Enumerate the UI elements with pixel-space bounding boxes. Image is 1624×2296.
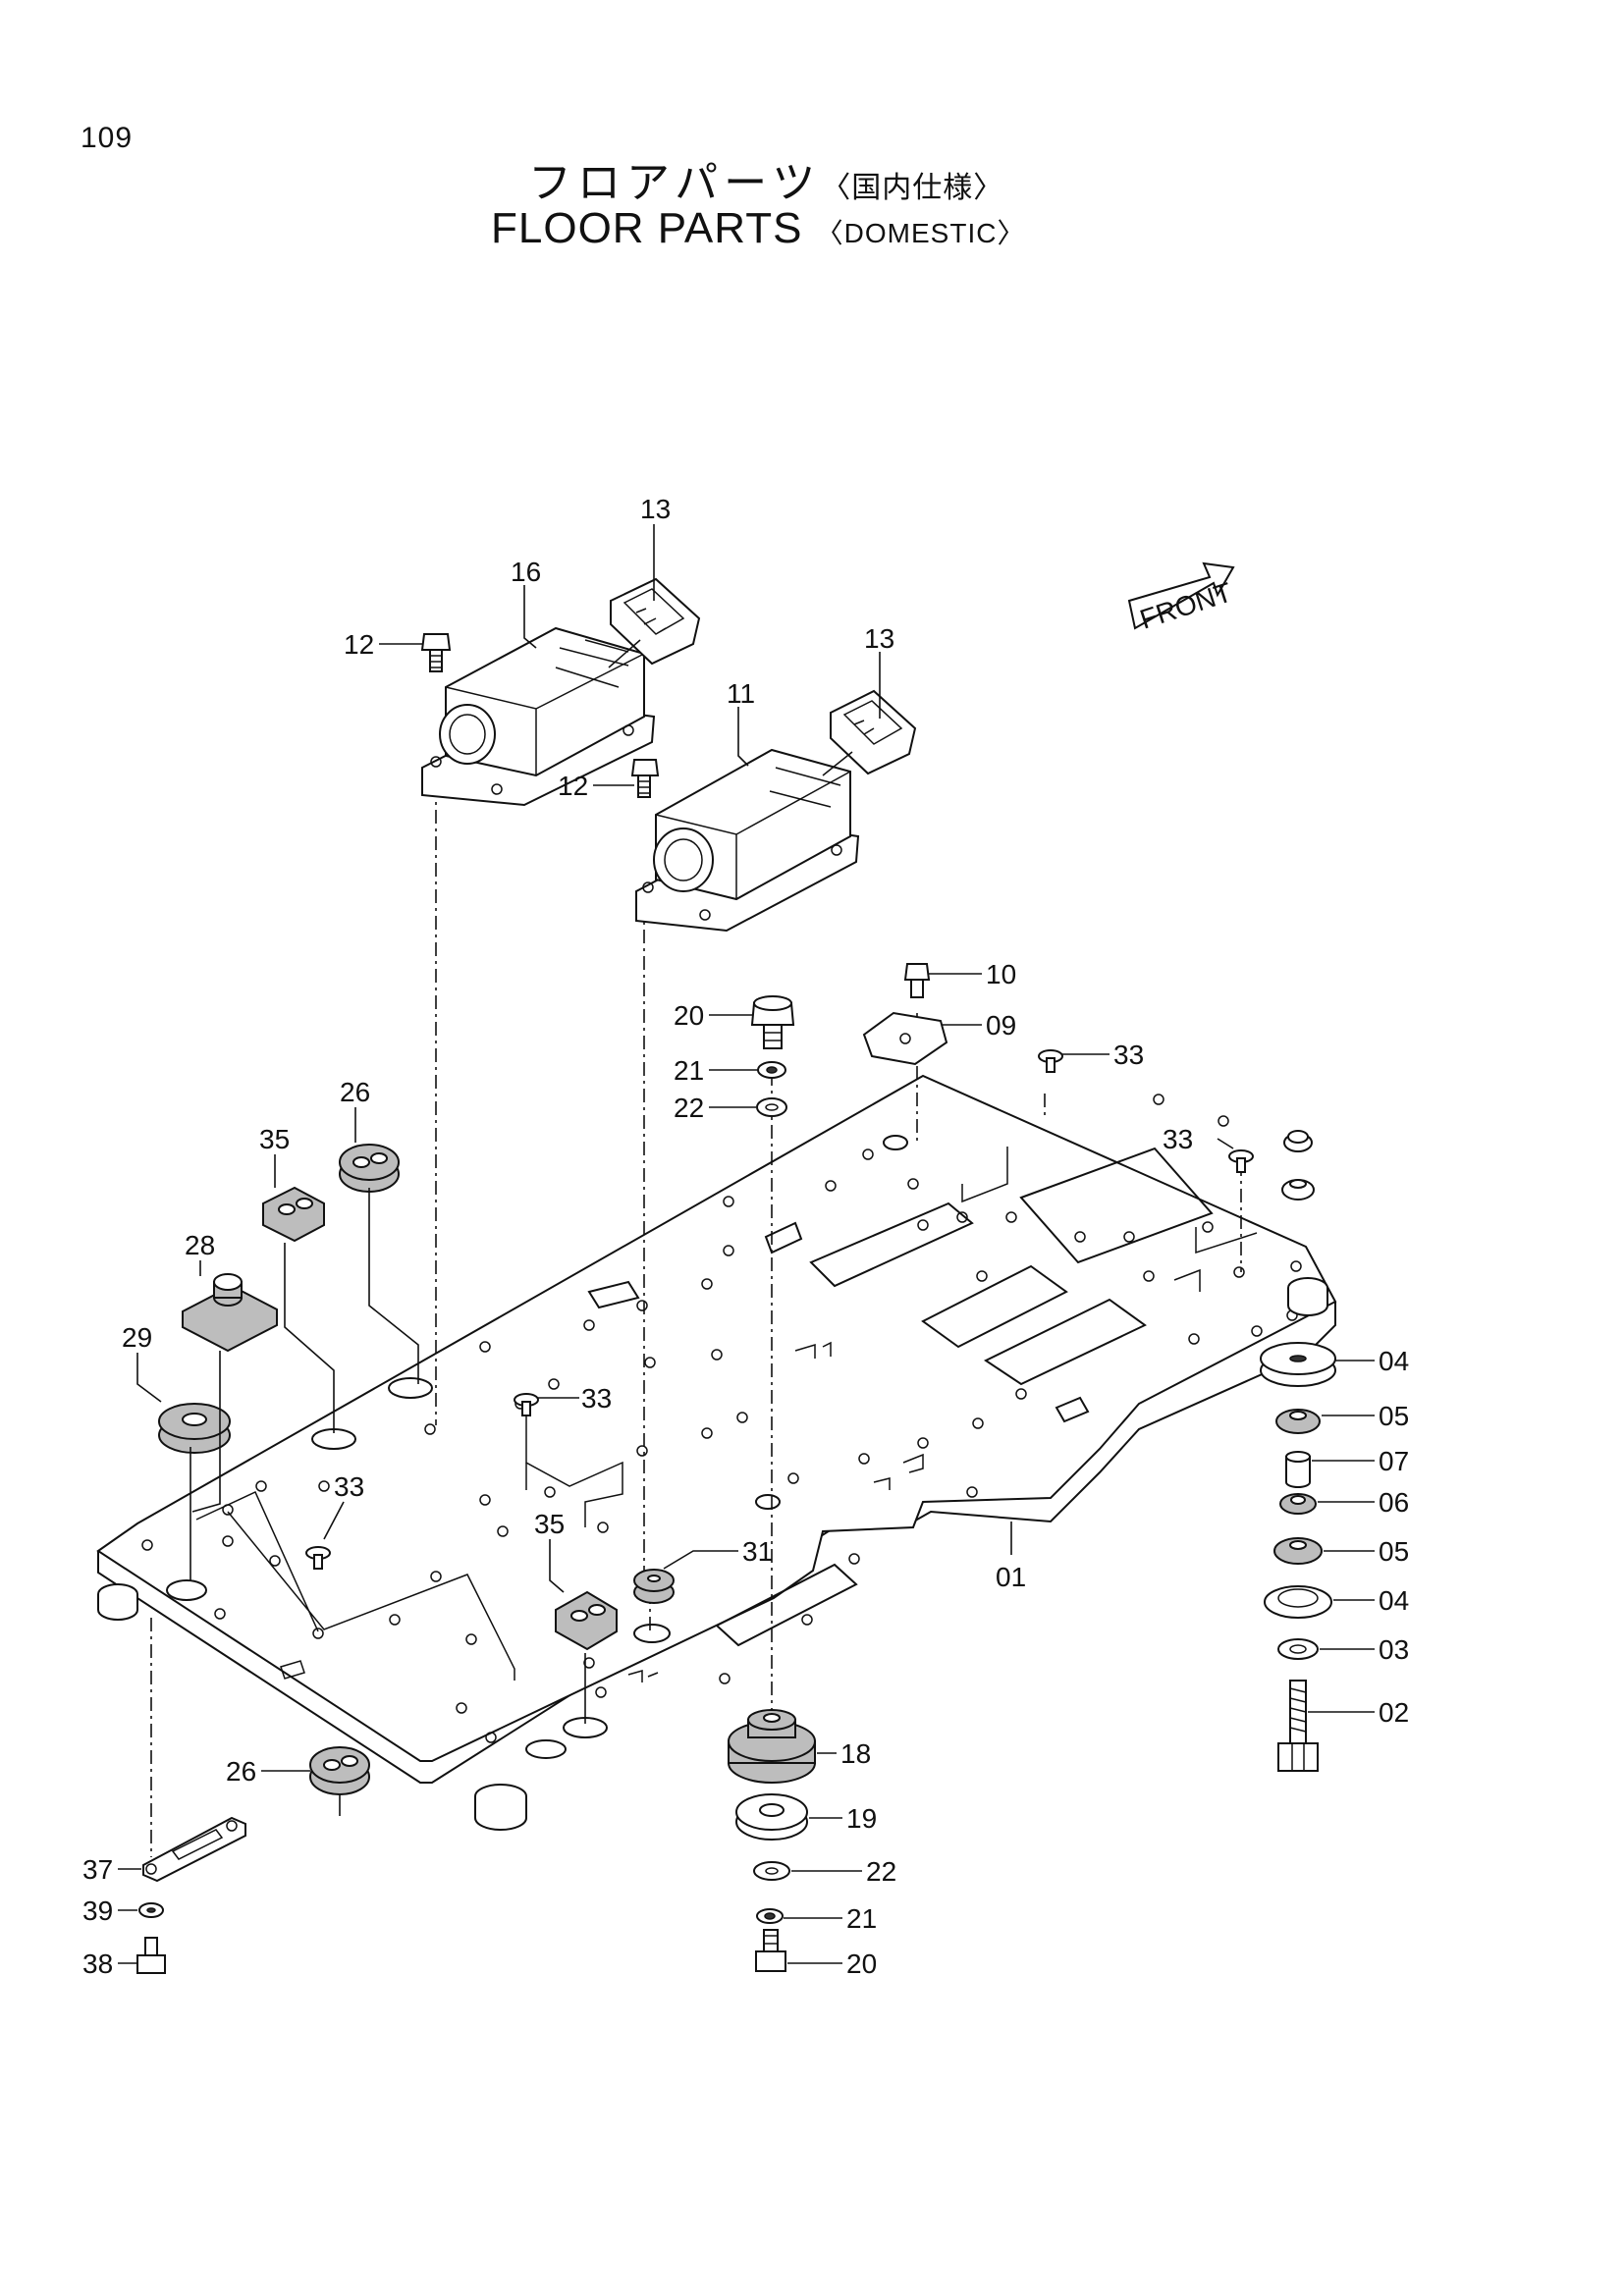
callout-10: 10 bbox=[986, 959, 1016, 989]
callout-leaders bbox=[118, 524, 1375, 1964]
callout-28: 28 bbox=[185, 1230, 215, 1260]
callout-21-upper: 21 bbox=[674, 1055, 704, 1086]
callout-31: 31 bbox=[742, 1536, 773, 1567]
mount-rubber-04-lower bbox=[1264, 1585, 1332, 1619]
connector-13-upper bbox=[608, 577, 701, 668]
assembly-center-lines bbox=[150, 783, 1242, 1857]
lock-washer-21-upper bbox=[757, 1061, 786, 1079]
washer-22-lower bbox=[753, 1861, 790, 1881]
cover-plate-09 bbox=[862, 1011, 948, 1066]
callout-03: 03 bbox=[1379, 1634, 1409, 1665]
bolt-38 bbox=[136, 1937, 166, 1974]
nut-06 bbox=[1279, 1493, 1317, 1515]
callout-37: 37 bbox=[82, 1854, 113, 1885]
cushion-18 bbox=[728, 1709, 816, 1784]
callout-07: 07 bbox=[1379, 1446, 1409, 1476]
callout-20-lower: 20 bbox=[846, 1949, 877, 1979]
callout-26-lower: 26 bbox=[226, 1756, 256, 1787]
callout-16: 16 bbox=[511, 557, 541, 587]
callout-29: 29 bbox=[122, 1322, 152, 1353]
callout-22-upper: 22 bbox=[674, 1093, 704, 1123]
callout-33-top: 33 bbox=[1113, 1040, 1144, 1070]
callout-26-upper: 26 bbox=[340, 1077, 370, 1107]
callout-05-lower: 05 bbox=[1379, 1536, 1409, 1567]
mount-washer-05-upper bbox=[1275, 1409, 1321, 1434]
washer-19 bbox=[735, 1793, 808, 1841]
callout-13-lower: 13 bbox=[864, 623, 894, 654]
callout-12-lower: 12 bbox=[558, 771, 588, 801]
callout-06: 06 bbox=[1379, 1487, 1409, 1518]
control-box-16 bbox=[421, 626, 656, 807]
lock-washer-21-lower bbox=[756, 1908, 784, 1924]
title-japanese: フロアパーツ〈国内仕様〉 bbox=[528, 147, 1003, 210]
screw-33-right bbox=[1228, 1149, 1254, 1173]
callout-04-upper: 04 bbox=[1379, 1346, 1409, 1376]
callout-13-upper: 13 bbox=[640, 494, 671, 524]
callout-38: 38 bbox=[82, 1949, 113, 1979]
grommet-26-lower bbox=[309, 1746, 370, 1795]
callout-11: 11 bbox=[727, 678, 755, 709]
callout-05-upper: 05 bbox=[1379, 1401, 1409, 1431]
title-english-main: FLOOR PARTS bbox=[491, 204, 803, 252]
connector-13-lower bbox=[822, 689, 917, 776]
bolt-20-lower bbox=[755, 1929, 786, 1972]
washer-22-upper bbox=[756, 1097, 787, 1117]
callout-01: 01 bbox=[996, 1562, 1026, 1592]
screw-33-left bbox=[305, 1546, 331, 1570]
bolt-12-b bbox=[630, 759, 660, 798]
washer-39 bbox=[138, 1902, 164, 1918]
ring-29 bbox=[158, 1403, 231, 1454]
title-english: FLOOR PARTS 〈DOMESTIC〉 bbox=[491, 204, 1025, 253]
callout-21-lower: 21 bbox=[846, 1903, 877, 1934]
callout-04-lower: 04 bbox=[1379, 1585, 1409, 1616]
callout-35-upper: 35 bbox=[259, 1124, 290, 1154]
plate-holes bbox=[141, 1094, 1302, 1743]
strap-37 bbox=[142, 1816, 246, 1883]
grommet-26-upper bbox=[339, 1144, 400, 1193]
title-japanese-main: フロアパーツ bbox=[528, 158, 822, 208]
callout-33-right: 33 bbox=[1163, 1124, 1193, 1154]
grommet-35-upper bbox=[262, 1186, 325, 1243]
callout-19: 19 bbox=[846, 1803, 877, 1834]
callout-09: 09 bbox=[986, 1010, 1016, 1041]
callout-39: 39 bbox=[82, 1896, 113, 1926]
pad-28 bbox=[182, 1273, 278, 1353]
callout-35-lower: 35 bbox=[534, 1509, 565, 1539]
mount-rubber-04-upper bbox=[1260, 1342, 1336, 1387]
mount-stack-center bbox=[728, 1709, 816, 1972]
screw-33-center bbox=[514, 1393, 539, 1416]
bolt-10 bbox=[903, 963, 931, 998]
title-japanese-spec: 〈国内仕様〉 bbox=[821, 171, 1004, 205]
control-box-11 bbox=[635, 748, 860, 933]
washer-03 bbox=[1277, 1638, 1319, 1660]
bolt-20-upper bbox=[750, 995, 795, 1049]
callout-18: 18 bbox=[840, 1738, 871, 1769]
callout-02: 02 bbox=[1379, 1697, 1409, 1728]
floor-plate bbox=[96, 1074, 1337, 1831]
callout-22-lower: 22 bbox=[866, 1856, 896, 1887]
callout-33-center: 33 bbox=[581, 1383, 612, 1414]
callout-33-left: 33 bbox=[334, 1471, 364, 1502]
callout-20-upper: 20 bbox=[674, 1000, 704, 1031]
title-english-spec: 〈DOMESTIC〉 bbox=[815, 218, 1026, 248]
collar-07 bbox=[1285, 1451, 1311, 1488]
bolt-02 bbox=[1277, 1680, 1319, 1772]
cushion-31 bbox=[633, 1569, 675, 1604]
mount-stack-right bbox=[1260, 1130, 1336, 1772]
front-direction-arrow: FRONT bbox=[1127, 561, 1235, 635]
screw-33-top bbox=[1038, 1049, 1063, 1073]
bolt-12-a bbox=[420, 633, 452, 672]
grommet-35-lower bbox=[555, 1590, 618, 1651]
mount-washer-05-lower bbox=[1273, 1537, 1323, 1565]
leader-brackets bbox=[195, 1147, 1258, 1681]
callout-labels: 13 16 12 13 11 12 10 20 09 21 33 22 26 3… bbox=[82, 494, 1409, 1979]
callout-12-upper: 12 bbox=[344, 629, 374, 660]
page-number: 109 bbox=[81, 122, 134, 154]
